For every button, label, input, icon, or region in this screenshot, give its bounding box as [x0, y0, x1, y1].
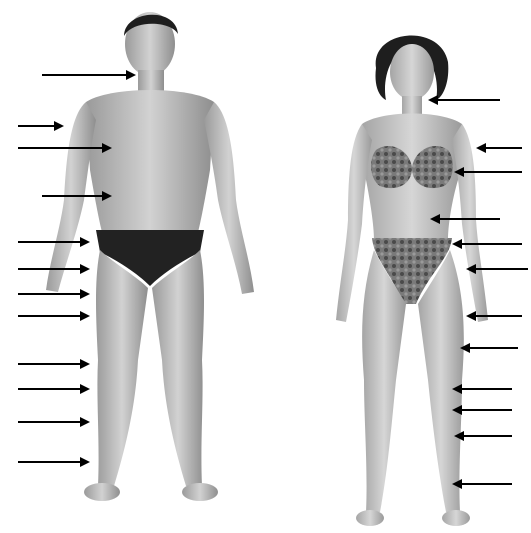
female-figure	[336, 36, 488, 526]
female-right-leg	[418, 250, 464, 512]
male-neck	[138, 70, 164, 92]
male-right-arm	[204, 102, 254, 294]
male-right-foot	[182, 483, 218, 501]
female-head	[390, 44, 434, 100]
male-left-foot	[84, 483, 120, 501]
male-left-leg	[96, 250, 148, 486]
female-right-foot	[442, 510, 470, 526]
male-right-leg	[152, 250, 204, 486]
female-left-foot	[356, 510, 384, 526]
female-neck	[402, 96, 422, 114]
male-torso	[86, 90, 214, 232]
male-figure	[46, 12, 254, 501]
